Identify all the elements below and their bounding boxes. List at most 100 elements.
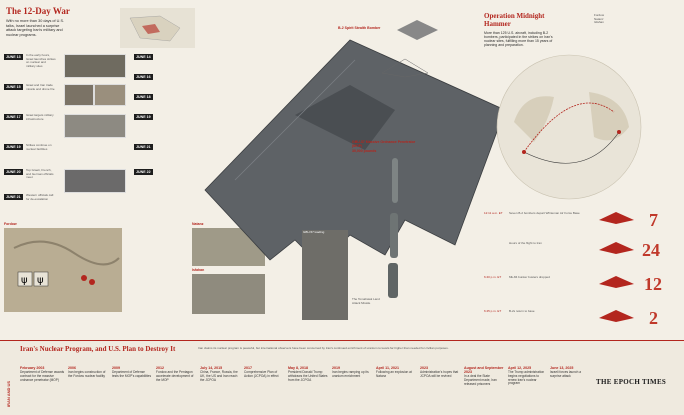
history-date: 2019: [332, 366, 340, 370]
mop-caption: GBU-57 Massive Ordnance Penetrator (MOP): [352, 140, 416, 148]
bay-label: GBU-57 loading: [303, 230, 325, 234]
history-text: Department of Defense awards contract fo…: [20, 370, 65, 382]
stat-text: Mk-84 bunker busters dropped: [509, 275, 550, 279]
history-section: IRAN AND US Iran's Nuclear Program, and …: [0, 340, 684, 415]
history-text: China, France, Russia, the UK, the US an…: [200, 370, 238, 382]
timeline-tag: JUNE 18: [134, 94, 153, 100]
history-text: In a deal the State Department made, Ira…: [464, 374, 497, 386]
legend-item: Fordow: [594, 13, 605, 17]
stat-value: 24: [642, 240, 660, 260]
stat-text: B-2s return to base: [509, 309, 535, 313]
stat-time: 6:40 p.m. ET: [484, 275, 502, 279]
damage-photo: [64, 114, 126, 138]
right-timeline: JUNE 14 JUNE 16 JUNE 18 JUNE 19 JUNE 21 …: [134, 54, 194, 194]
leader-photo: [64, 84, 94, 106]
history-text: The Trump administration begins negotiat…: [508, 370, 545, 386]
tomahawk-caption: The Tomahawk Land Attack Missile: [352, 297, 380, 305]
history-date: 2009: [112, 366, 120, 370]
history-date: 2017: [244, 366, 252, 370]
b2-profile-diagram: [380, 55, 430, 81]
isfahan-label: Isfahan: [192, 268, 205, 272]
history-date: April 12, 2025: [508, 366, 532, 370]
meeting-photo: [64, 169, 126, 193]
region-map: [120, 8, 195, 48]
history-date: June 13, 2025: [550, 366, 574, 370]
mop-weight: 30,000 pounds: [352, 149, 377, 153]
region-map-svg: [129, 15, 181, 42]
timeline-text: In the early hours, Israel launches stri…: [26, 53, 56, 68]
history-item: April 11, 2021 Following an explosion at…: [376, 366, 416, 379]
legend-item: Isfahan: [594, 20, 604, 25]
munitions-column: GBU-57 Massive Ordnance Penetrator (MOP)…: [352, 140, 422, 320]
history-item: February 2003 Department of Defense awar…: [20, 366, 66, 382]
strike-photo: [64, 54, 126, 78]
history-item: 2006 Iran begins construction of the For…: [68, 366, 108, 379]
history-date: 2023: [420, 366, 428, 370]
b2-profile-svg: [381, 58, 429, 78]
history-date: August and September 2023: [464, 366, 504, 374]
header: The 12-Day War With no more than 30 days…: [6, 6, 136, 50]
timeline-tag: JUNE 21: [4, 194, 23, 200]
history-text: Iran begins ramping up its uranium enric…: [332, 370, 369, 378]
timeline-tag: JUNE 13: [4, 54, 23, 60]
page-title: The 12-Day War: [6, 6, 70, 16]
left-timeline: JUNE 13 In the early hours, Israel launc…: [4, 53, 134, 274]
history-text: Administration's hopes that JCPOA will b…: [420, 370, 459, 378]
stat-text: Hours of the flight to Iran: [509, 241, 542, 245]
timeline-text: Western officials call for de-escalation: [26, 193, 54, 201]
stats-list: 12:11 a.m. ET Seven B-2 bombers depart W…: [484, 210, 679, 350]
history-item: April 12, 2025 The Trump administration …: [508, 366, 546, 386]
b2-label: B-2 Spirit Stealth Bomber: [338, 26, 381, 30]
munitions-svg: [388, 158, 398, 298]
stat-value: 7: [649, 210, 658, 230]
b2-side-silhouette: [395, 15, 440, 45]
operation-intro: More than 125 U.S. aircraft, including B…: [484, 31, 553, 47]
svg-text:ψ: ψ: [37, 275, 44, 286]
flight-route-globe: [496, 54, 642, 200]
history-text: Comprehensive Plan of Action (JCPOA) in …: [244, 370, 279, 378]
stat-time: 6:45 p.m. ET: [484, 309, 502, 313]
history-item: July 14, 2015 China, France, Russia, the…: [200, 366, 240, 382]
history-item: 2009 Department of Defense tests the MOP…: [112, 366, 152, 379]
history-text: Fordow and the Pentagon accelerate devel…: [156, 370, 194, 382]
timeline-tag: JUNE 19: [4, 144, 23, 150]
publisher-logo: THE EPOCH TIMES: [596, 378, 667, 386]
section-label: IRAN AND US: [6, 380, 11, 407]
history-item: 2012 Fordow and the Pentagon accelerate …: [156, 366, 196, 382]
stat-text: Seven B-2 bombers depart Whiteman Air Fo…: [509, 211, 580, 215]
timeline-text: Israel targets military infrastructure: [26, 113, 54, 121]
timeline-tag: JUNE 15: [4, 84, 23, 90]
history-text: Following an explosion at Natanz: [376, 370, 412, 378]
history-date: 2012: [156, 366, 164, 370]
legend-item: Natanz: [594, 16, 604, 21]
history-text: Israeli forces launch a surprise attack: [550, 370, 582, 378]
fordow-satellite: ψ ψ: [4, 228, 122, 312]
history-subtitle: Iran claims its nuclear program is peace…: [198, 346, 449, 350]
building-photo: [94, 84, 126, 106]
isfahan-satellite: [192, 274, 265, 314]
page-intro: With no more than 30 days of U.S. talks,…: [6, 19, 65, 37]
history-date: 2006: [68, 366, 76, 370]
history-date: May 8, 2018: [288, 366, 308, 370]
timeline-tag: JUNE 21: [134, 144, 153, 150]
stat-value: 12: [644, 274, 662, 294]
history-title: Iran's Nuclear Program, and U.S. Plan to…: [20, 345, 176, 353]
history-item: 2017 Comprehensive Plan of Action (JCPOA…: [244, 366, 284, 379]
timeline-text: Top Israeli, French, and German official…: [26, 168, 54, 180]
operation-legend: Fordow Natanz Isfahan: [594, 13, 674, 25]
timeline-tag: JUNE 17: [4, 114, 23, 120]
timeline-tag: JUNE 20: [4, 169, 23, 175]
stat-time: 12:11 a.m. ET: [484, 211, 503, 215]
natanz-label: Natanz: [192, 222, 204, 226]
fordow-label: Fordow: [4, 222, 17, 226]
timeline-tag: JUNE 14: [134, 54, 153, 60]
history-text: Department of Defense tests the MOP's ca…: [112, 370, 152, 378]
operation-section: Operation Midnight Hammer More than 125 …: [484, 12, 679, 352]
history-date: February 2003: [20, 366, 45, 370]
history-item: August and September 2023 In a deal the …: [464, 366, 504, 386]
timeline-text: Strikes continue on nuclear facilities: [26, 143, 52, 151]
b2-bomber: [204, 39, 505, 265]
history-date: April 11, 2021: [376, 366, 399, 370]
bay-inset: GBU-57 loading: [302, 230, 348, 320]
history-item: June 13, 2025 Israeli forces launch a su…: [550, 366, 588, 379]
